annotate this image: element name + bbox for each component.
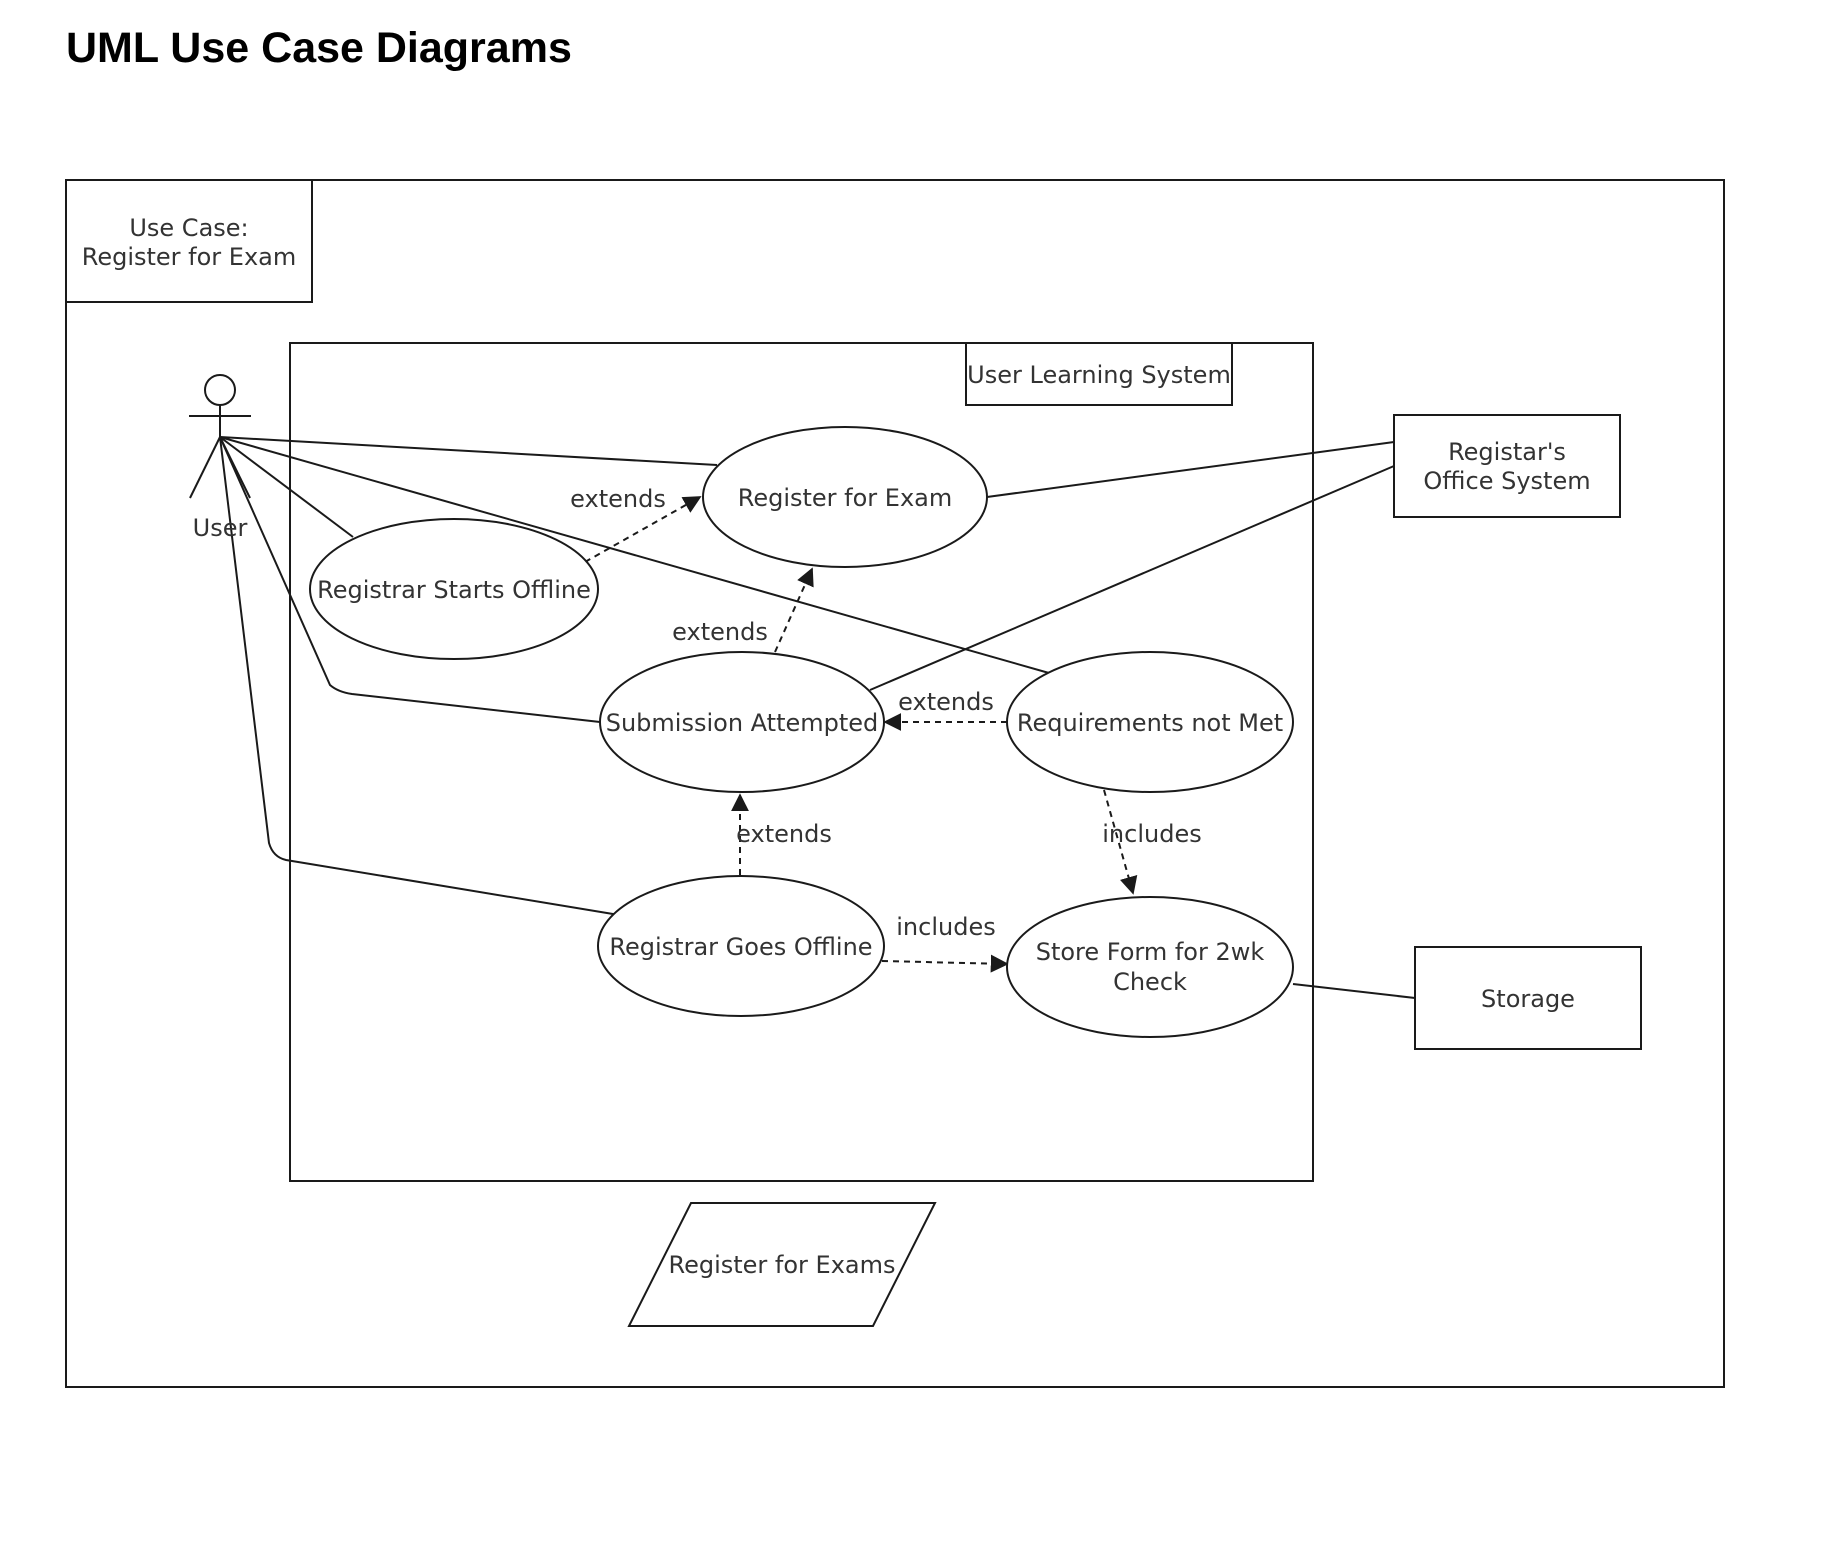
use-case-label-line-2: Check bbox=[1113, 968, 1187, 996]
label-includes-goes-offline: includes bbox=[896, 913, 995, 941]
outer-frame bbox=[65, 179, 1725, 1388]
external-storage: Storage bbox=[1414, 946, 1642, 1050]
use-case-label: Registrar Goes Offline bbox=[609, 933, 872, 961]
use-case-label: Registrar Starts Offline bbox=[317, 576, 591, 604]
use-case-registrar-starts-offline: Registrar Starts Offline bbox=[309, 518, 599, 660]
page-title: UML Use Case Diagrams bbox=[66, 24, 572, 72]
label-extends-requirements: extends bbox=[898, 688, 994, 716]
footer-label: Register for Exams bbox=[668, 1251, 895, 1279]
use-case-note-line-2: Register for Exam bbox=[82, 243, 297, 271]
actor-label: User bbox=[193, 514, 248, 542]
use-case-store-form: Store Form for 2wk Check bbox=[1006, 896, 1294, 1038]
use-case-submission-attempted: Submission Attempted bbox=[599, 651, 885, 793]
use-case-registrar-goes-offline: Registrar Goes Offline bbox=[597, 875, 885, 1017]
system-boundary: User Learning System bbox=[289, 342, 1314, 1182]
footer-parallelogram: Register for Exams bbox=[627, 1202, 937, 1327]
label-extends-submission: extends bbox=[672, 618, 768, 646]
use-case-label-line-1: Store Form for 2wk bbox=[1036, 938, 1265, 966]
actor-user: User bbox=[189, 374, 251, 542]
external-label: Storage bbox=[1481, 985, 1575, 1013]
use-case-note-line-1: Use Case: bbox=[129, 214, 248, 242]
use-case-label: Requirements not Met bbox=[1017, 709, 1283, 737]
relationship-labels: extends extends extends extends includes… bbox=[570, 485, 1202, 941]
external-label-line-2: Office System bbox=[1423, 467, 1590, 495]
associations bbox=[219, 436, 1416, 999]
association-user-submission bbox=[219, 436, 601, 723]
use-case-register-for-exam: Register for Exam bbox=[702, 426, 988, 568]
use-case-note: Use Case: Register for Exam bbox=[65, 179, 313, 303]
association-register-office bbox=[986, 441, 1395, 498]
extends-arrow-submission bbox=[774, 567, 814, 653]
external-registrars-office: Registar's Office System bbox=[1393, 414, 1621, 518]
includes-arrow-goes-offline bbox=[881, 954, 1009, 973]
association-user-requirements bbox=[219, 436, 1050, 674]
association-store-storage bbox=[1292, 983, 1416, 999]
use-case-requirements-not-met: Requirements not Met bbox=[1006, 651, 1294, 793]
use-case-label: Submission Attempted bbox=[606, 709, 879, 737]
stick-figure-icon bbox=[189, 374, 251, 499]
label-extends-goes-offline: extends bbox=[736, 820, 832, 848]
extends-arrow-starts-offline bbox=[584, 496, 702, 563]
dependencies bbox=[584, 496, 1138, 973]
association-user-starts-offline bbox=[219, 436, 354, 538]
label-extends-starts-offline: extends bbox=[570, 485, 666, 513]
label-includes-requirements: includes bbox=[1102, 820, 1201, 848]
use-case-label: Register for Exam bbox=[738, 484, 953, 512]
association-user-goes-offline bbox=[219, 436, 620, 916]
includes-arrow-requirements bbox=[1103, 789, 1138, 895]
association-user-register bbox=[219, 436, 718, 466]
external-label-line-1: Registar's bbox=[1448, 438, 1566, 466]
system-boundary-label: User Learning System bbox=[967, 361, 1231, 389]
association-submission-office bbox=[869, 465, 1395, 691]
